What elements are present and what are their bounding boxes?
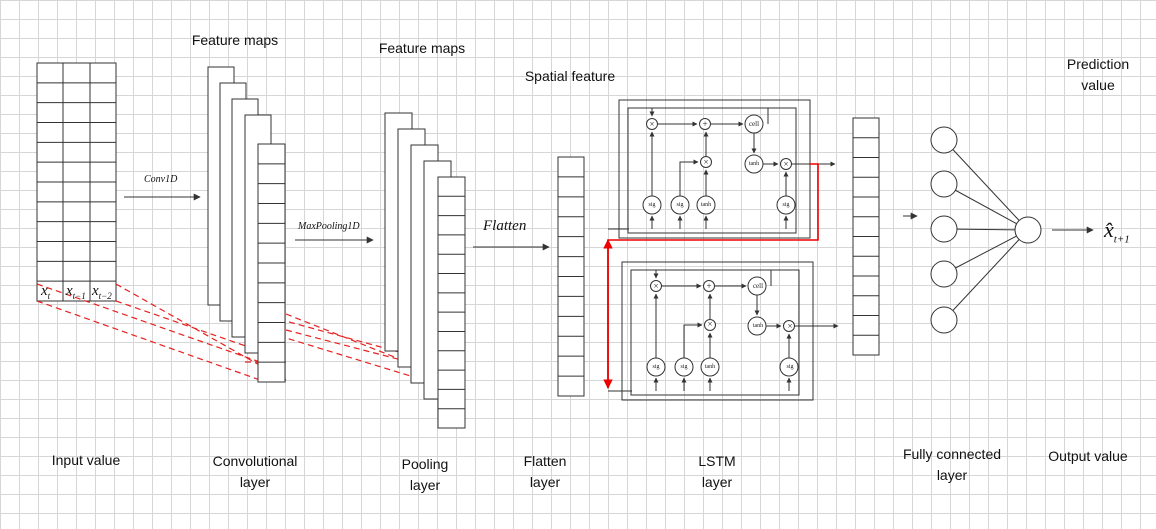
lstm-multiply-gate: × (649, 119, 654, 129)
lstm-layer-line-1: LSTM (698, 453, 736, 469)
output-value-label: Output value (1048, 448, 1128, 464)
input-cell-sub: t (47, 291, 51, 301)
lstm-multiply-gate: × (783, 159, 788, 169)
input-cell-var: x (66, 283, 73, 299)
lstm-add-gate: + (706, 281, 711, 291)
input-cell-x-t-2: xt−2 (92, 283, 112, 301)
lstm-multiply-gate: × (703, 157, 708, 167)
fully-connected-line-2: layer (936, 467, 968, 483)
lstm-tanh-node: tanh (753, 323, 763, 329)
input-cell-x-t-1: xt−1 (66, 283, 86, 301)
lstm-cell-top (608, 99, 836, 239)
lstm-multiply-gate: × (653, 281, 658, 291)
input-value-grid (36, 62, 117, 302)
fc-neuron (930, 306, 958, 334)
fully-connected-layer-label: Fully connected layer (882, 444, 1022, 486)
lstm-cell-state: cell (753, 282, 763, 290)
prediction-value-line-2: value (1081, 77, 1115, 93)
input-cell-sub: t−2 (98, 291, 112, 301)
flatten-column (557, 156, 585, 397)
input-cell-sub: t−1 (72, 291, 86, 301)
convolutional-layer-label: Convolutional layer (185, 451, 325, 493)
fc-neuron (930, 126, 958, 154)
pooling-layer-line-1: Pooling (401, 456, 449, 472)
output-neuron (1014, 216, 1042, 244)
lstm-sigmoid-gate: sig (786, 364, 793, 370)
lstm-sigmoid-gate: sig (648, 202, 655, 208)
input-cell-x-t: xt (41, 283, 50, 301)
fc-neuron (930, 215, 958, 243)
flatten-layer-line-2: layer (529, 474, 561, 490)
flatten-op-label: Flatten (483, 218, 527, 234)
lstm-sigmoid-gate: sig (680, 364, 687, 370)
pooling-feature-maps (384, 112, 466, 429)
fc-neuron (930, 260, 958, 288)
pooling-layer-label: Pooling layer (375, 454, 475, 496)
lstm-output-column (852, 117, 880, 356)
lstm-cell-state: cell (749, 120, 759, 128)
pooling-layer-line-2: layer (409, 477, 441, 493)
spatial-feature-label: Spatial feature (524, 68, 616, 84)
input-cell-var: x (41, 283, 48, 299)
lstm-sigmoid-gate: sig (676, 202, 683, 208)
lstm-sigmoid-gate: sig (782, 202, 789, 208)
lstm-add-gate: + (702, 119, 707, 129)
flatten-layer-label: Flatten layer (495, 451, 595, 493)
conv-feature-maps (207, 66, 286, 383)
lstm-tanh-gate: tanh (705, 364, 715, 370)
input-cell-var: x (92, 283, 99, 299)
lstm-cell-bottom (608, 261, 839, 401)
convolutional-layer-line-1: Convolutional (212, 453, 298, 469)
lstm-tanh-gate: tanh (701, 202, 711, 208)
feature-maps-label-2: Feature maps (378, 40, 466, 56)
input-value-label: Input value (51, 452, 121, 468)
fully-connected-line-1: Fully connected (902, 446, 1002, 462)
prediction-value-line-1: Prediction (1066, 56, 1130, 72)
output-subscript: t+1 (1113, 233, 1130, 246)
lstm-layer-line-2: layer (701, 474, 733, 490)
conv1d-label: Conv1D (144, 174, 178, 185)
recurrent-connection (603, 163, 819, 389)
lstm-tanh-node: tanh (749, 161, 759, 167)
feature-maps-label-1: Feature maps (191, 32, 279, 48)
lstm-sigmoid-gate: sig (652, 364, 659, 370)
prediction-value-label: Prediction value (1050, 54, 1146, 96)
maxpooling1d-label: MaxPooling1D (298, 221, 360, 232)
flatten-layer-line-1: Flatten (523, 453, 567, 469)
lstm-multiply-gate: × (707, 319, 712, 329)
fully-connected-layer (930, 126, 1042, 334)
output-prediction-symbol: x̂t+1 (1104, 217, 1130, 245)
convolutional-layer-line-2: layer (239, 474, 271, 490)
output-symbol: x̂ (1104, 217, 1114, 242)
lstm-layer-label: LSTM layer (667, 451, 767, 493)
fc-neuron (930, 170, 958, 198)
stage-arrows (124, 193, 1094, 251)
lstm-multiply-gate: × (787, 321, 792, 331)
